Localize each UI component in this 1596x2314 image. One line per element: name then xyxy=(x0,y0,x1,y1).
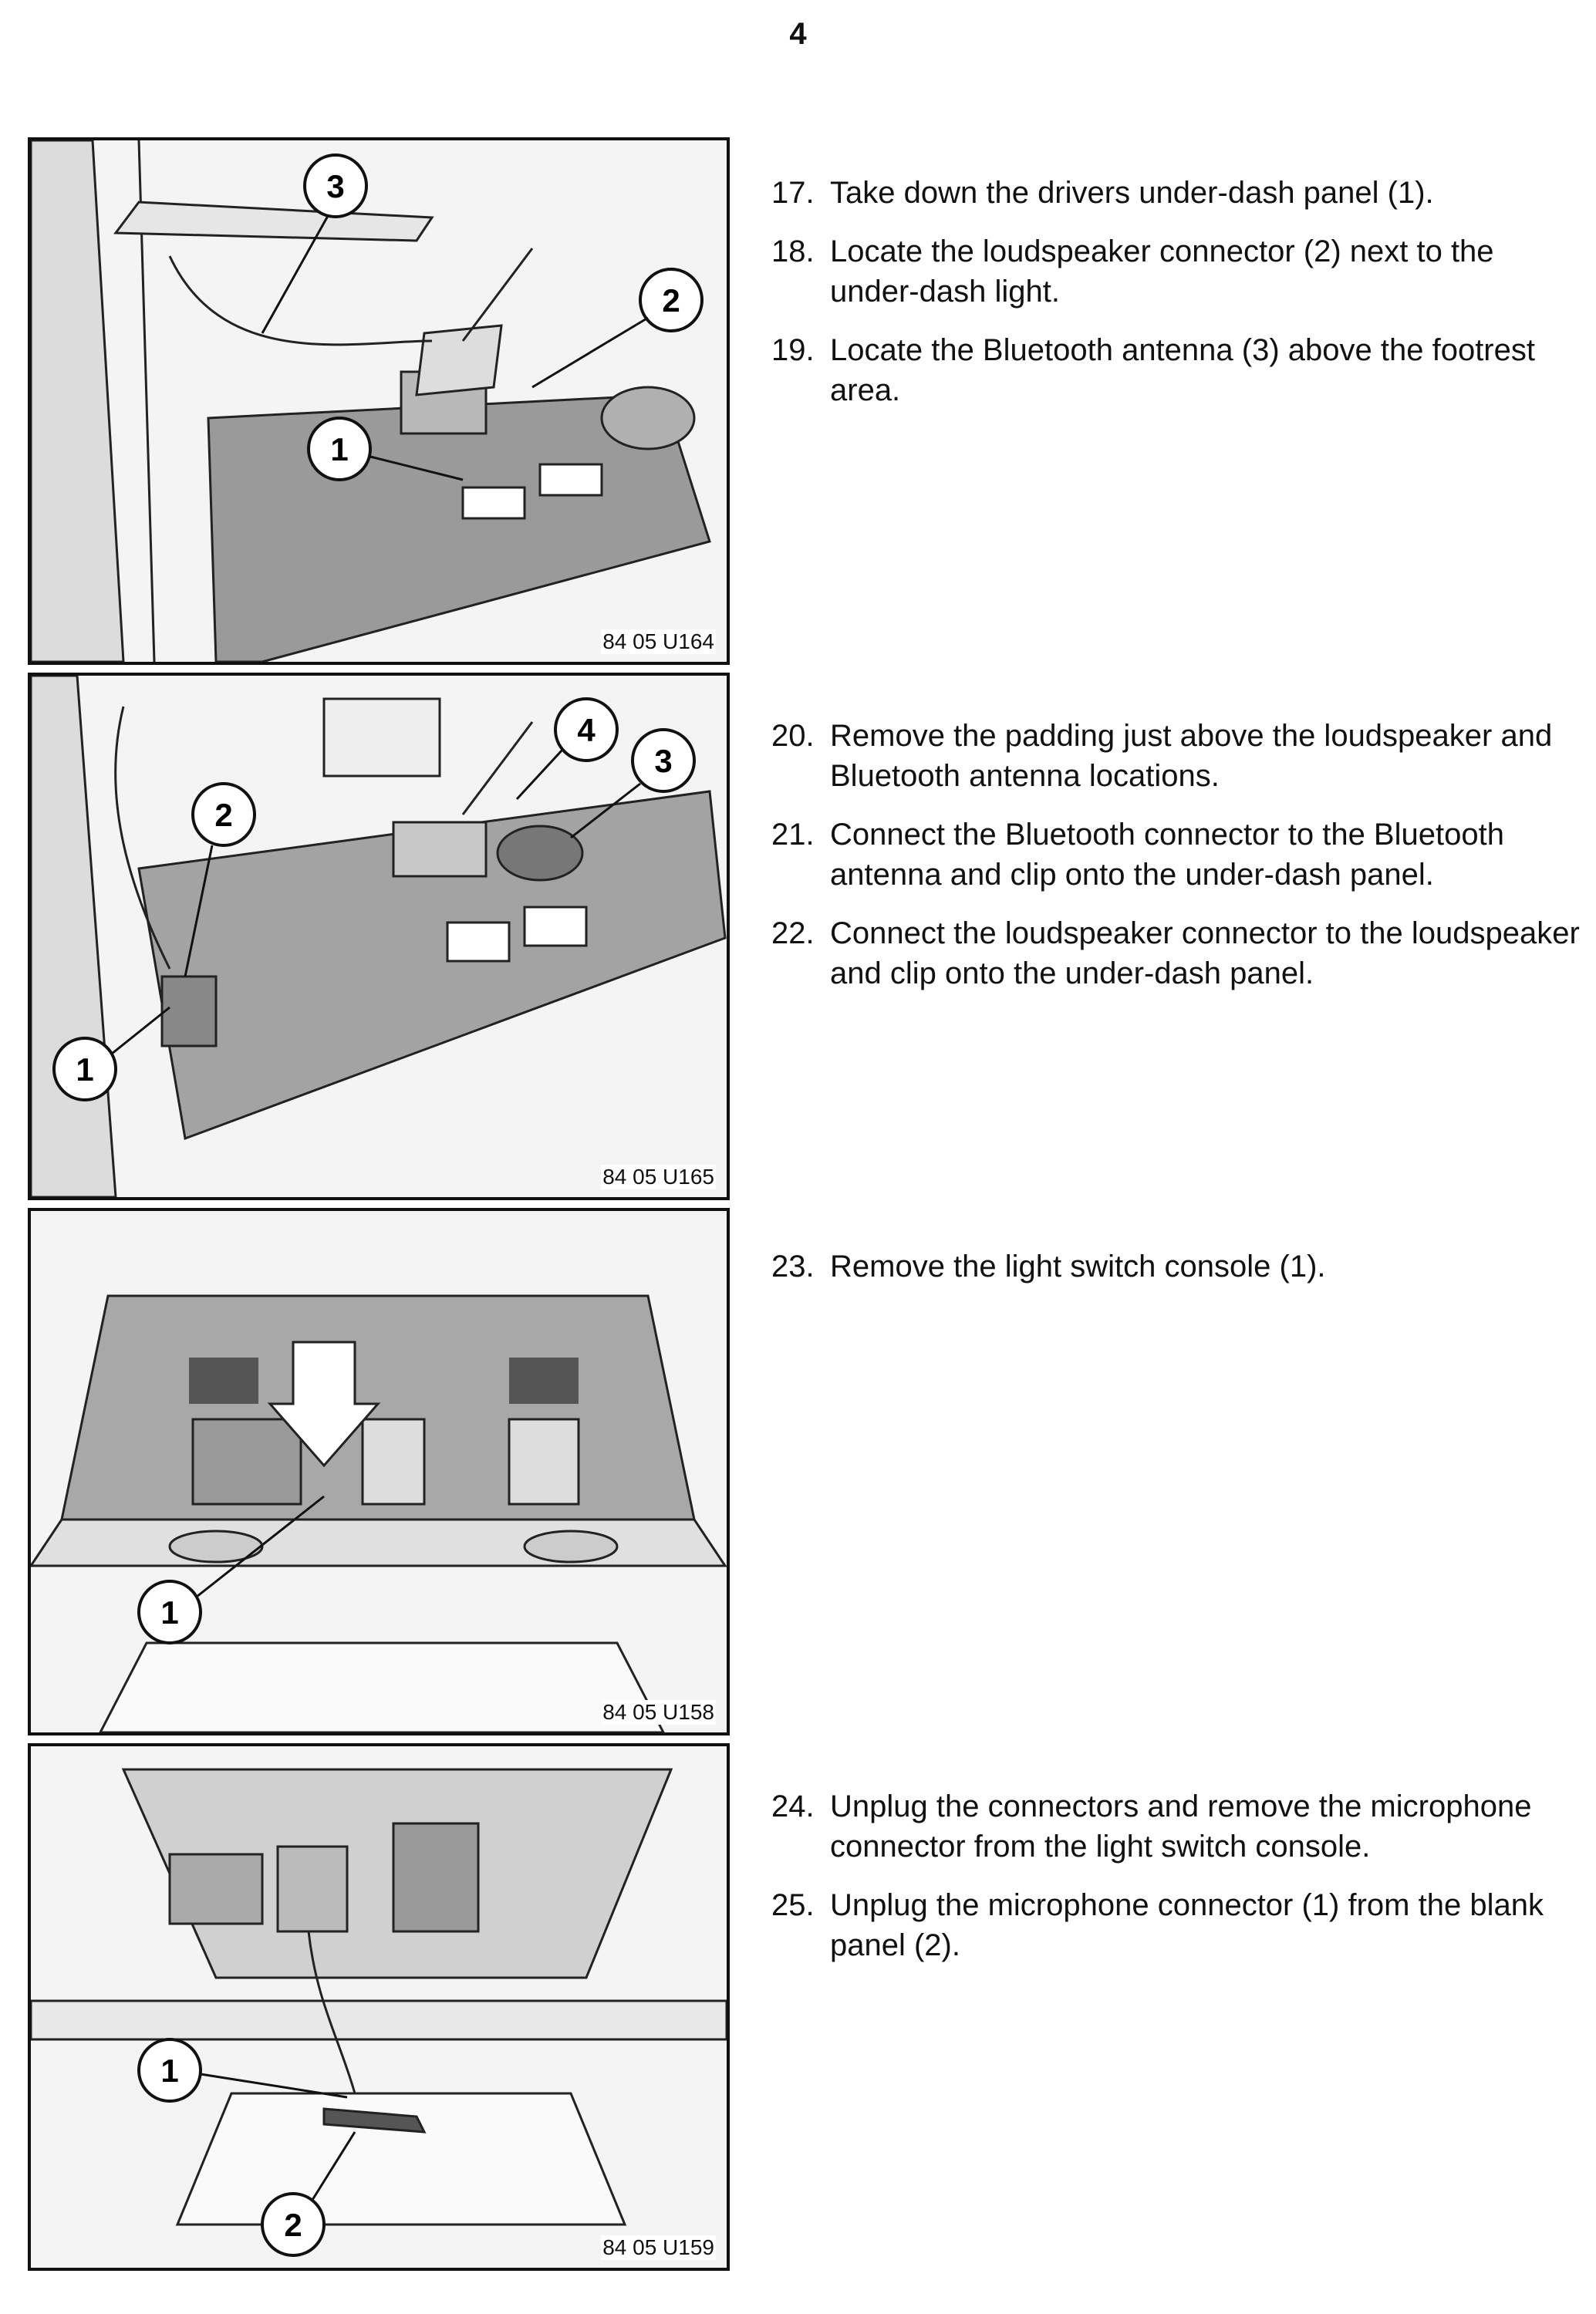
page-number: 4 xyxy=(789,17,807,51)
figure-code: 84 05 U158 xyxy=(601,1700,716,1725)
callout-3: 3 xyxy=(326,168,344,204)
figure-underdash-panel: 3 2 1 84 05 U164 xyxy=(28,137,730,665)
light-switch-console-illustration: 1 xyxy=(31,1211,727,1732)
callout-2: 2 xyxy=(214,797,232,833)
figure-loudspeaker-antenna: 4 3 2 1 84 05 U165 xyxy=(28,673,730,1200)
step-18: 18.Locate the loudspeaker connector (2) … xyxy=(771,234,1494,309)
figure-code: 84 05 U164 xyxy=(601,629,716,654)
figure-code: 84 05 U165 xyxy=(601,1165,716,1189)
step-23: 23.Remove the light switch console (1). xyxy=(771,1250,1326,1283)
step-17: 17.Take down the drivers under-dash pane… xyxy=(771,176,1434,210)
figure-microphone-connector: 1 2 84 05 U159 xyxy=(28,1743,730,2271)
callout-3: 3 xyxy=(654,743,672,779)
step-19: 19.Locate the Bluetooth antenna (3) abov… xyxy=(771,333,1535,407)
callout-1: 1 xyxy=(160,2053,178,2089)
microphone-connector-illustration: 1 2 xyxy=(31,1746,727,2268)
loudspeaker-antenna-illustration: 4 3 2 1 xyxy=(31,676,727,1197)
step-25: 25.Unplug the microphone connector (1) f… xyxy=(771,1888,1544,1962)
step-21: 21.Connect the Bluetooth connector to th… xyxy=(771,818,1504,892)
callout-1: 1 xyxy=(76,1051,93,1088)
figure-light-switch-console: 1 84 05 U158 xyxy=(28,1208,730,1736)
steps-group-1: 17.Take down the drivers under-dash pane… xyxy=(771,173,1581,429)
underdash-panel-illustration: 3 2 1 xyxy=(31,140,727,662)
callout-2: 2 xyxy=(284,2207,302,2243)
step-24: 24.Unplug the connectors and remove the … xyxy=(771,1789,1532,1864)
callout-4: 4 xyxy=(577,712,596,748)
figure-code: 84 05 U159 xyxy=(601,2235,716,2260)
callout-2: 2 xyxy=(662,282,680,319)
steps-group-3: 23.Remove the light switch console (1). xyxy=(771,1246,1581,1305)
callout-1: 1 xyxy=(160,1594,178,1631)
callout-1: 1 xyxy=(330,431,348,467)
step-22: 22.Connect the loudspeaker connector to … xyxy=(771,916,1580,990)
step-20: 20.Remove the padding just above the lou… xyxy=(771,719,1553,793)
steps-group-4: 24.Unplug the connectors and remove the … xyxy=(771,1786,1581,1984)
steps-group-2: 20.Remove the padding just above the lou… xyxy=(771,716,1581,1012)
